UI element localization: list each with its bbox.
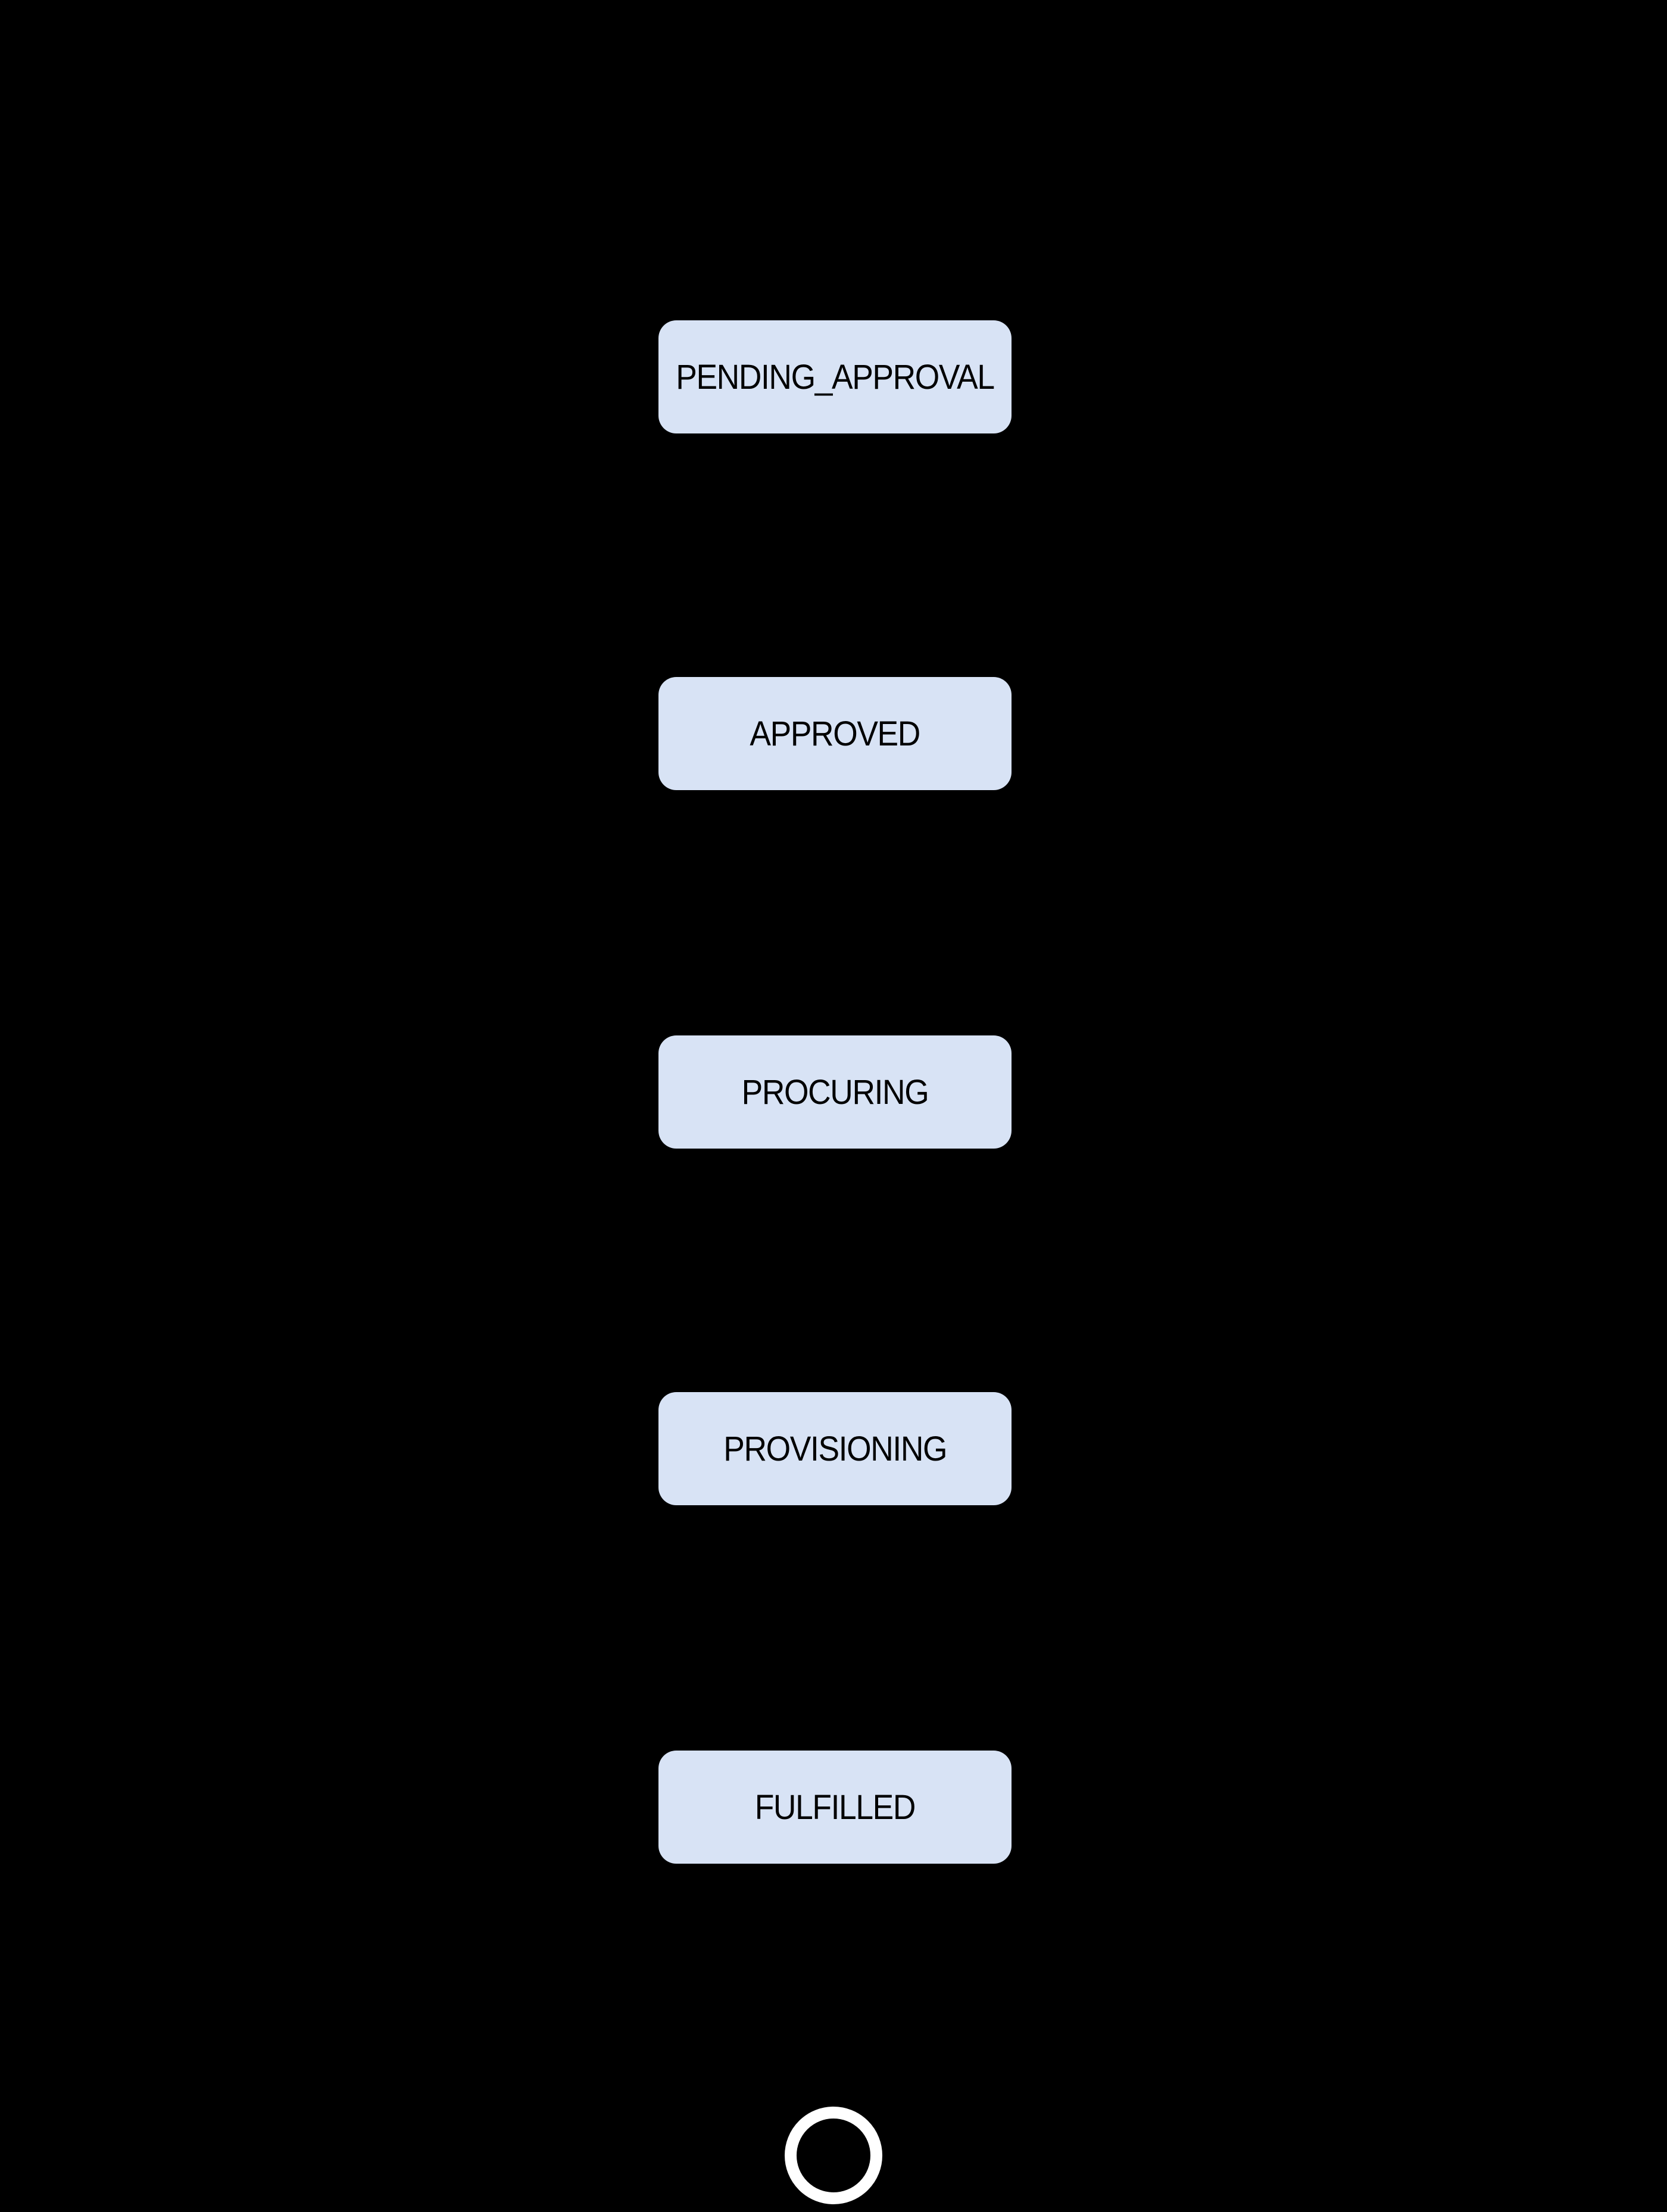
state-label: PROVISIONING: [723, 1429, 947, 1468]
state-node-provisioning: PROVISIONING: [658, 1392, 1012, 1505]
state-label: FULFILLED: [754, 1787, 916, 1827]
state-label: PROCURING: [741, 1072, 929, 1112]
state-label: APPROVED: [750, 714, 921, 753]
state-node-fulfilled: FULFILLED: [658, 1751, 1012, 1864]
state-node-pending-approval: PENDING_APPROVAL: [658, 320, 1012, 433]
state-node-approved: APPROVED: [658, 677, 1012, 790]
state-label: PENDING_APPROVAL: [676, 357, 995, 397]
state-node-procuring: PROCURING: [658, 1035, 1012, 1149]
final-state-icon: [785, 2107, 882, 2204]
